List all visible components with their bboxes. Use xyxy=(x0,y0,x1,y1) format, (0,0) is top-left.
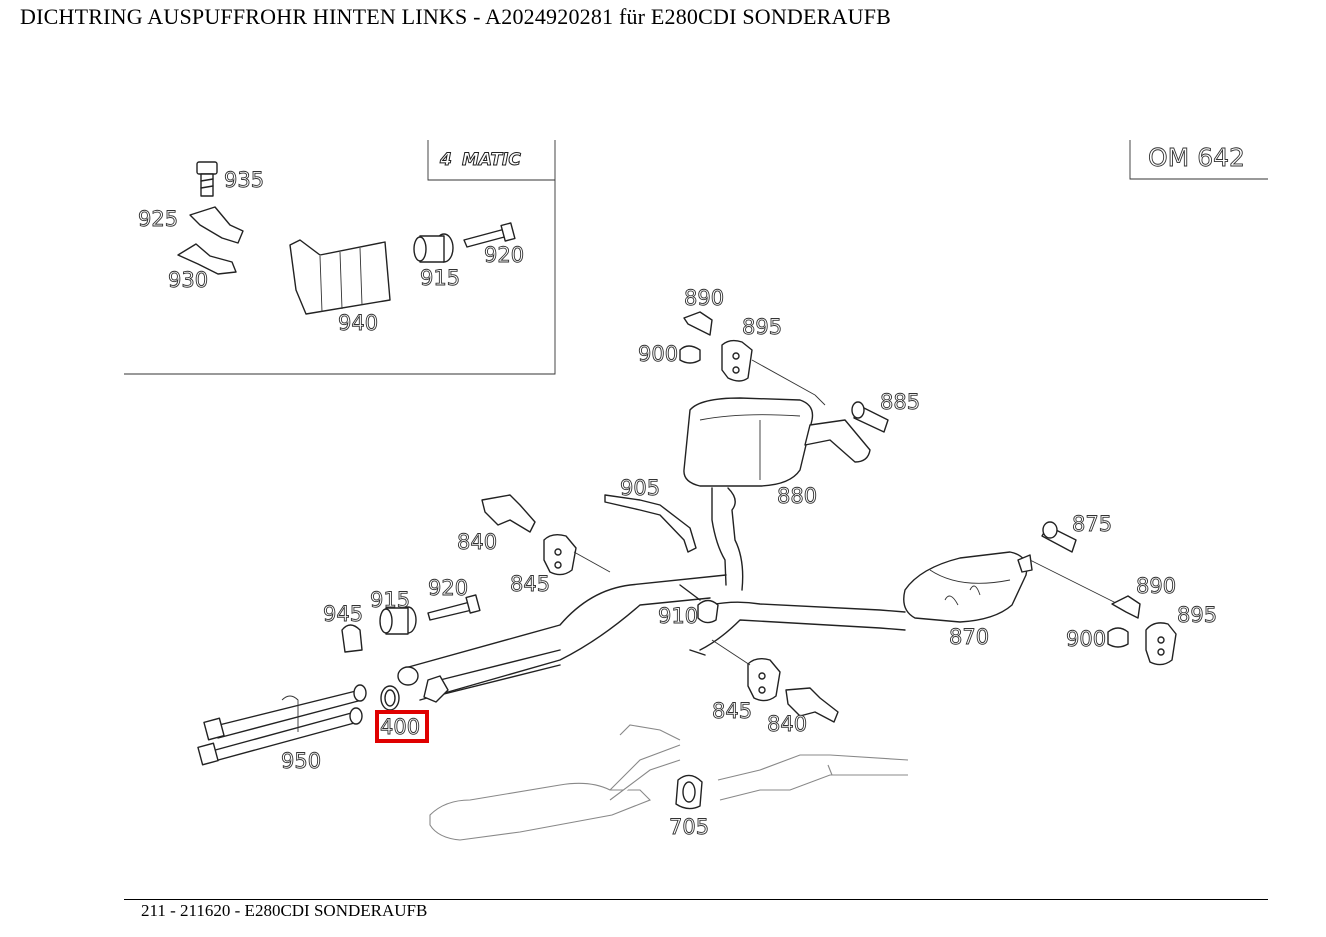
label-885: 885 xyxy=(880,390,920,414)
rubber-mount-845-lower-part xyxy=(747,657,781,702)
footer-divider xyxy=(124,899,1268,900)
bolt-935-part xyxy=(196,161,218,197)
exhaust-system-drawing xyxy=(197,311,1177,841)
label-705: 705 xyxy=(669,815,709,839)
callout-labels: 890 895 900 885 880 905 840 845 920 915 … xyxy=(281,286,1218,840)
bolt-920-main-part xyxy=(427,594,481,621)
tailpipe-875-part xyxy=(1041,521,1077,553)
clamp-705-part xyxy=(675,774,703,810)
label-940: 940 xyxy=(338,311,378,335)
label-920: 920 xyxy=(484,243,524,267)
bracket-925-part xyxy=(189,206,244,244)
label-875: 875 xyxy=(1072,512,1112,536)
clamp-840-lower-part xyxy=(785,687,839,723)
label-915: 915 xyxy=(420,266,460,290)
bolt-920-part xyxy=(463,222,516,248)
label-840-lower: 840 xyxy=(767,712,807,736)
grommet-900-right-part xyxy=(1107,627,1129,648)
label-925: 925 xyxy=(138,207,178,231)
grommet-900-upper-part xyxy=(679,345,701,364)
label-870: 870 xyxy=(949,625,989,649)
heat-shield-940-part xyxy=(289,239,391,315)
clamp-840-upper-part xyxy=(481,494,536,533)
label-890-right: 890 xyxy=(1136,574,1176,598)
label-845-lower: 845 xyxy=(712,699,752,723)
inset-badge-number: 4 xyxy=(439,150,452,170)
tailpipe-trim-885-part xyxy=(851,401,889,433)
highlight-box-400 xyxy=(375,710,429,743)
bracket-890-right-part xyxy=(1111,595,1141,619)
label-915-main: 915 xyxy=(370,588,410,612)
rear-silencer-880-part xyxy=(683,397,814,487)
footer-text: 211 - 211620 - E280CDI SONDERAUFB xyxy=(141,901,428,920)
bracket-945-part xyxy=(341,624,363,653)
label-935: 935 xyxy=(224,168,264,192)
label-890-upper: 890 xyxy=(684,286,724,310)
label-930: 930 xyxy=(168,268,208,292)
flange-front-part xyxy=(423,675,449,703)
label-920-main: 920 xyxy=(428,576,468,600)
middle-silencer-870-part xyxy=(903,551,1033,623)
engine-tag-box: OM 642 xyxy=(1129,140,1268,180)
bracket-905-part xyxy=(604,494,697,553)
engine-tag-text: OM 642 xyxy=(1148,143,1245,172)
label-895-right: 895 xyxy=(1177,603,1217,627)
label-950: 950 xyxy=(281,749,321,773)
bush-915-main-part xyxy=(379,606,417,635)
label-910: 910 xyxy=(658,604,698,628)
bush-915-part xyxy=(413,233,454,263)
label-905: 905 xyxy=(620,476,660,500)
label-880: 880 xyxy=(777,484,817,508)
label-895-upper: 895 xyxy=(742,315,782,339)
label-845-upper: 845 xyxy=(510,572,550,596)
label-840-upper: 840 xyxy=(457,530,497,554)
bracket-890-upper-part xyxy=(683,311,713,336)
seal-ring-400-part xyxy=(380,685,400,711)
inset-badge-text: MATIC xyxy=(462,150,521,170)
inset-4matic-panel: 4 MATIC 935 925 930 940 915 xyxy=(124,140,556,375)
rubber-hanger-895-right-part xyxy=(1145,622,1177,666)
ghost-assembly xyxy=(429,724,909,841)
rubber-hanger-895-upper-part xyxy=(721,339,753,382)
clip-910-part xyxy=(697,599,719,624)
label-900-upper: 900 xyxy=(638,342,678,366)
label-945: 945 xyxy=(323,602,363,626)
label-900-right: 900 xyxy=(1066,627,1106,651)
front-pipes-950-part xyxy=(197,684,367,766)
label-400-highlighted[interactable]: 400 xyxy=(380,715,421,740)
page-title: DICHTRING AUSPUFFROHR HINTEN LINKS - A20… xyxy=(20,4,892,29)
bracket-930-part xyxy=(177,243,237,275)
